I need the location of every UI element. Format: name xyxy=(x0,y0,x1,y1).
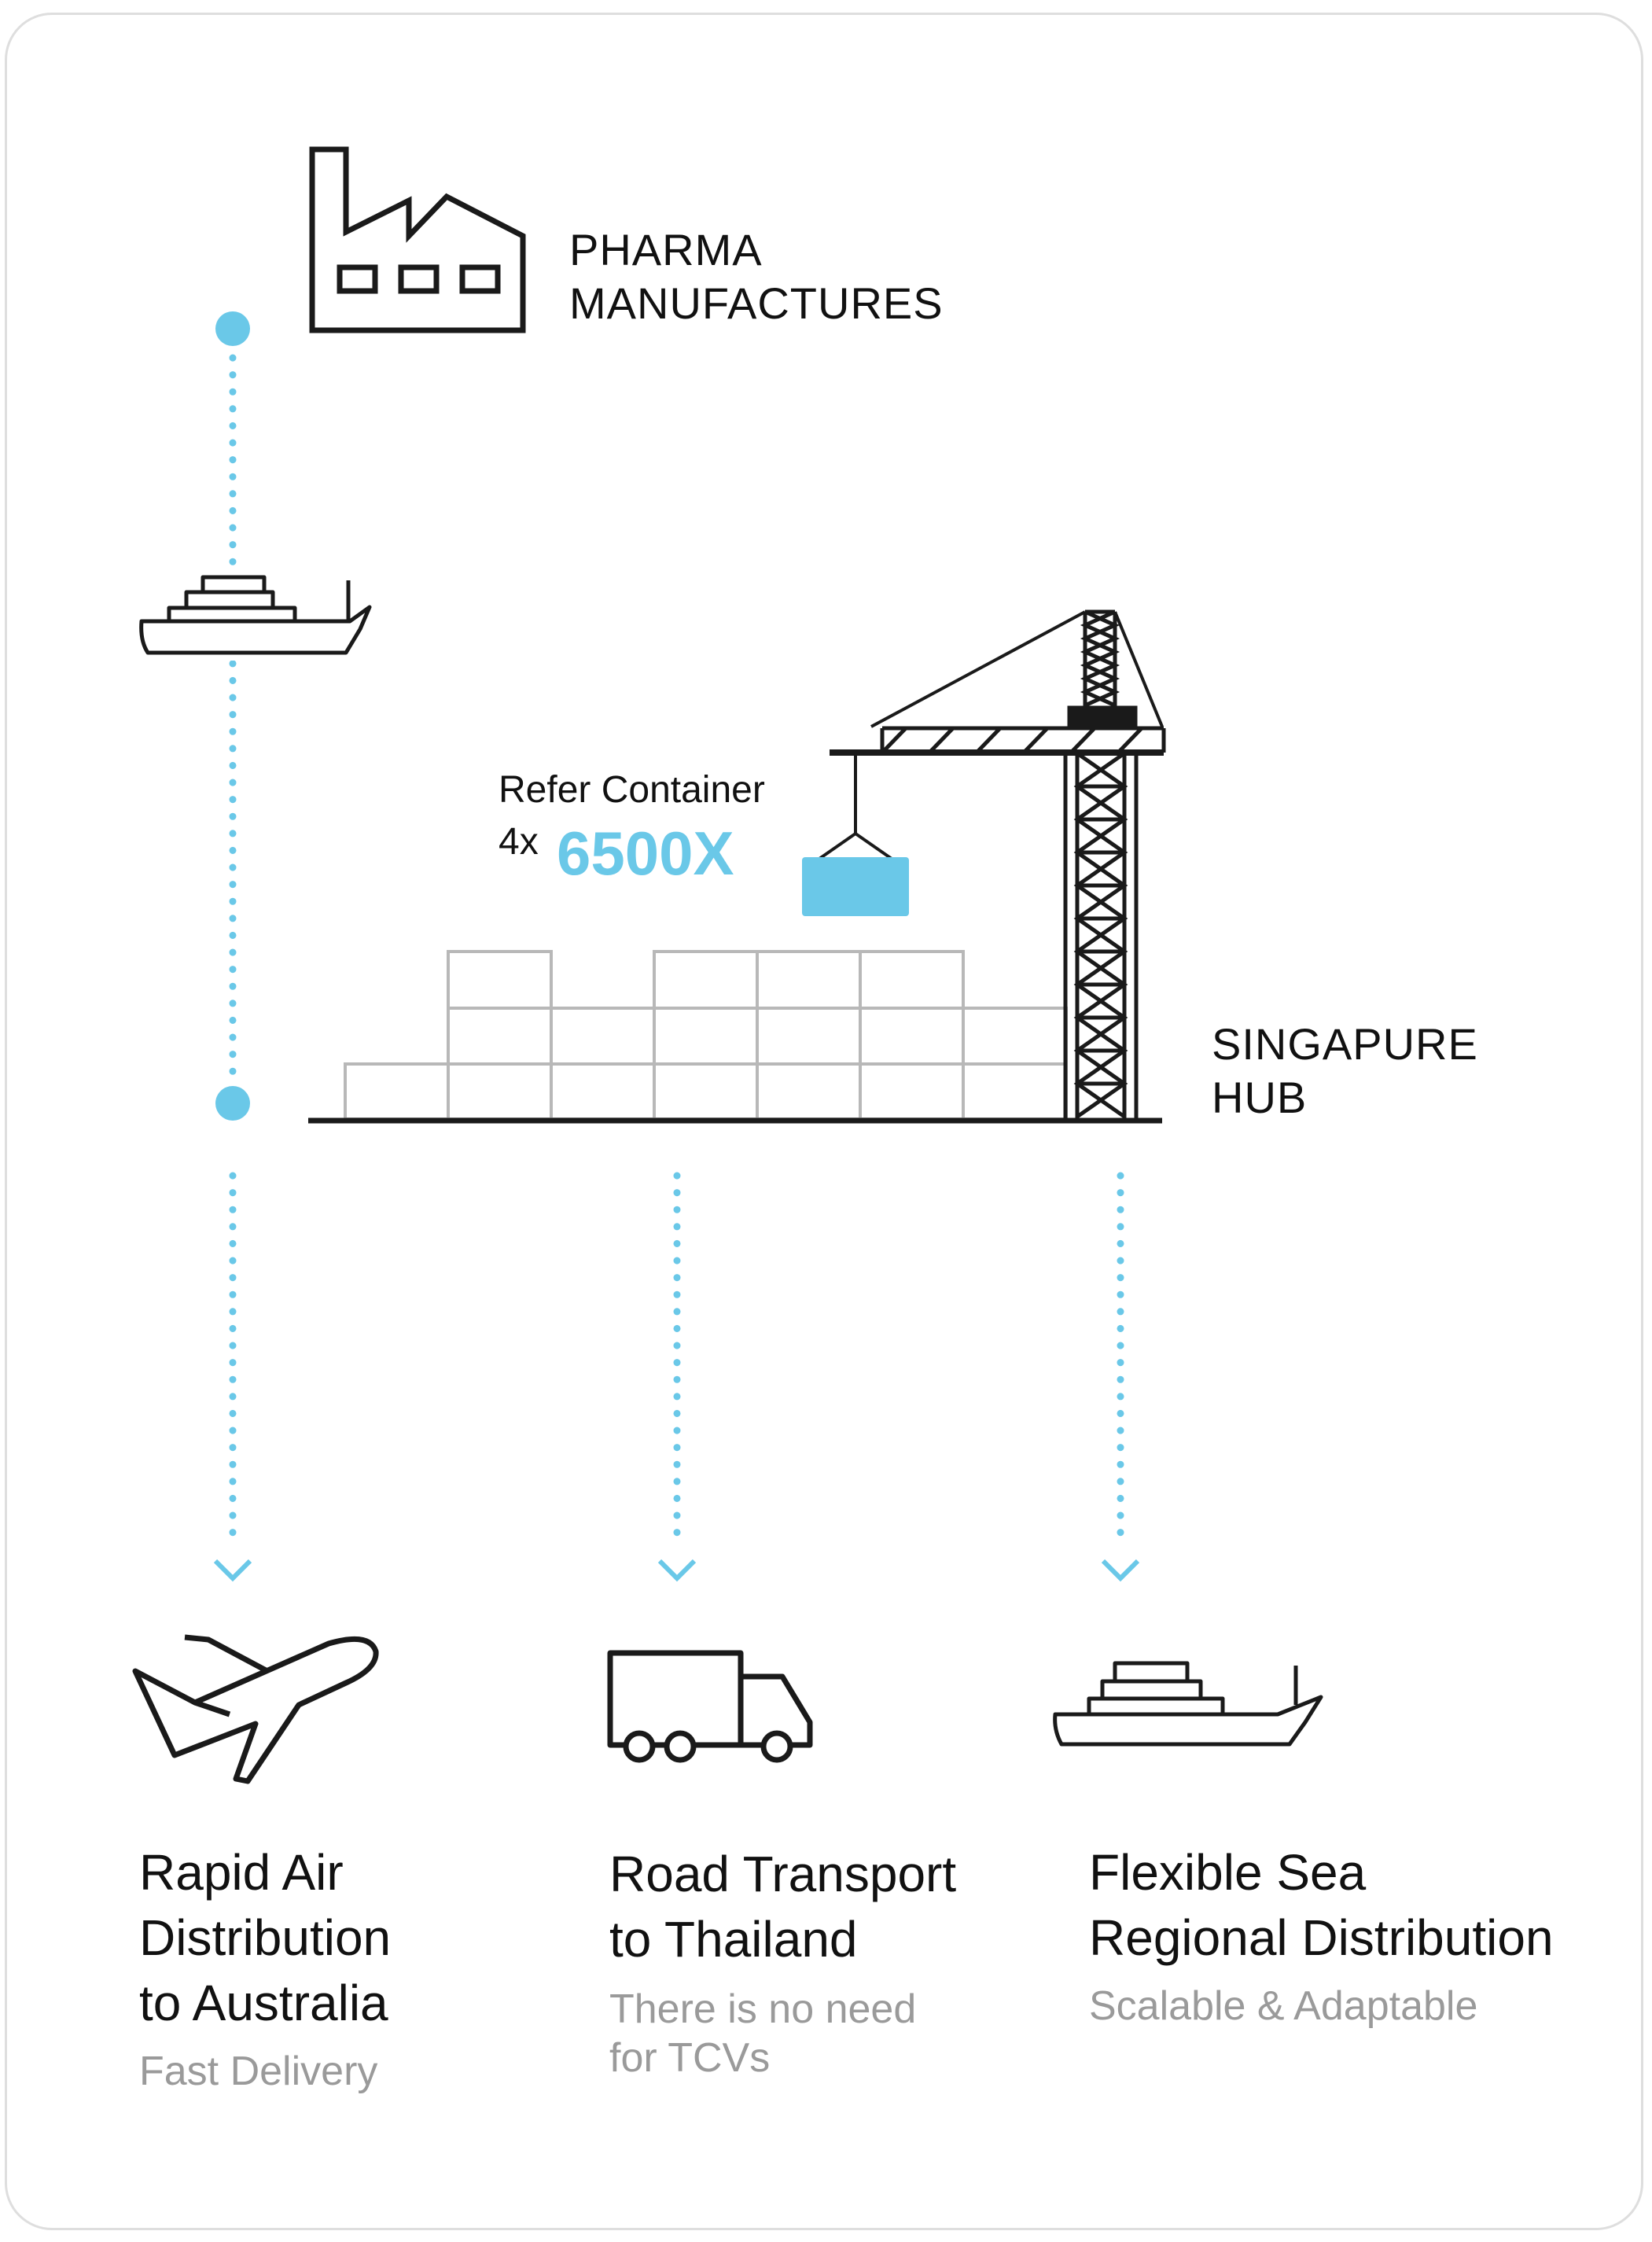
route-lines-destinations xyxy=(213,1172,1140,1582)
route-hub-dot xyxy=(215,1086,250,1121)
destination-road-subtitle-line2: for TCVs xyxy=(609,2035,771,2081)
destination-sea: Flexible Sea Regional Distribution Scala… xyxy=(1089,1840,1554,2030)
destination-air-subtitle: Fast Delivery xyxy=(139,2049,378,2094)
airplane-icon xyxy=(132,1634,379,1784)
destination-sea-title-line2: Regional Distribution xyxy=(1089,1909,1554,1966)
destination-sea-title-line1: Flexible Sea xyxy=(1089,1844,1367,1901)
crane-icon xyxy=(818,609,1166,1121)
refer-container-highlight xyxy=(802,857,909,916)
ship-icon-route xyxy=(134,566,377,661)
destination-road-title-line1: Road Transport xyxy=(609,1846,957,1902)
hub-label-line1: SINGAPURE xyxy=(1212,1019,1478,1069)
ship-icon xyxy=(1053,1661,1323,1747)
container-stack xyxy=(344,950,1068,1121)
destination-air-title-line1: Rapid Air xyxy=(139,1844,344,1901)
destination-sea-subtitle: Scalable & Adaptable xyxy=(1089,1983,1478,2029)
hub-label: SINGAPURE HUB xyxy=(1212,1018,1478,1125)
destination-air-title-line3: to Australia xyxy=(139,1975,388,2031)
destination-road-subtitle-line1: There is no need xyxy=(609,1986,917,2032)
destination-air-title-line2: Distribution xyxy=(139,1909,392,1966)
destination-road-title-line2: to Thailand xyxy=(609,1911,858,1968)
arrow-down-icon xyxy=(213,1559,252,1582)
arrow-down-icon xyxy=(1101,1559,1140,1582)
route-start-dot xyxy=(215,311,250,346)
destination-air: Rapid Air Distribution to Australia Fast… xyxy=(139,1840,391,2096)
origin-label-line2: MANUFACTURES xyxy=(569,278,944,328)
factory-icon xyxy=(309,146,526,333)
container-model: 6500X xyxy=(557,819,734,888)
route-line-origin xyxy=(215,311,250,1121)
origin-label: PHARMA MANUFACTURES xyxy=(569,223,944,330)
origin-label-line1: PHARMA xyxy=(569,225,763,274)
hub-label-line2: HUB xyxy=(1212,1073,1308,1122)
destination-road: Road Transport to Thailand There is no n… xyxy=(609,1842,956,2082)
container-multiplier: 4x xyxy=(499,821,539,863)
container-label: Refer Container xyxy=(499,769,765,811)
arrow-down-icon xyxy=(657,1559,697,1582)
truck-icon xyxy=(607,1650,813,1763)
